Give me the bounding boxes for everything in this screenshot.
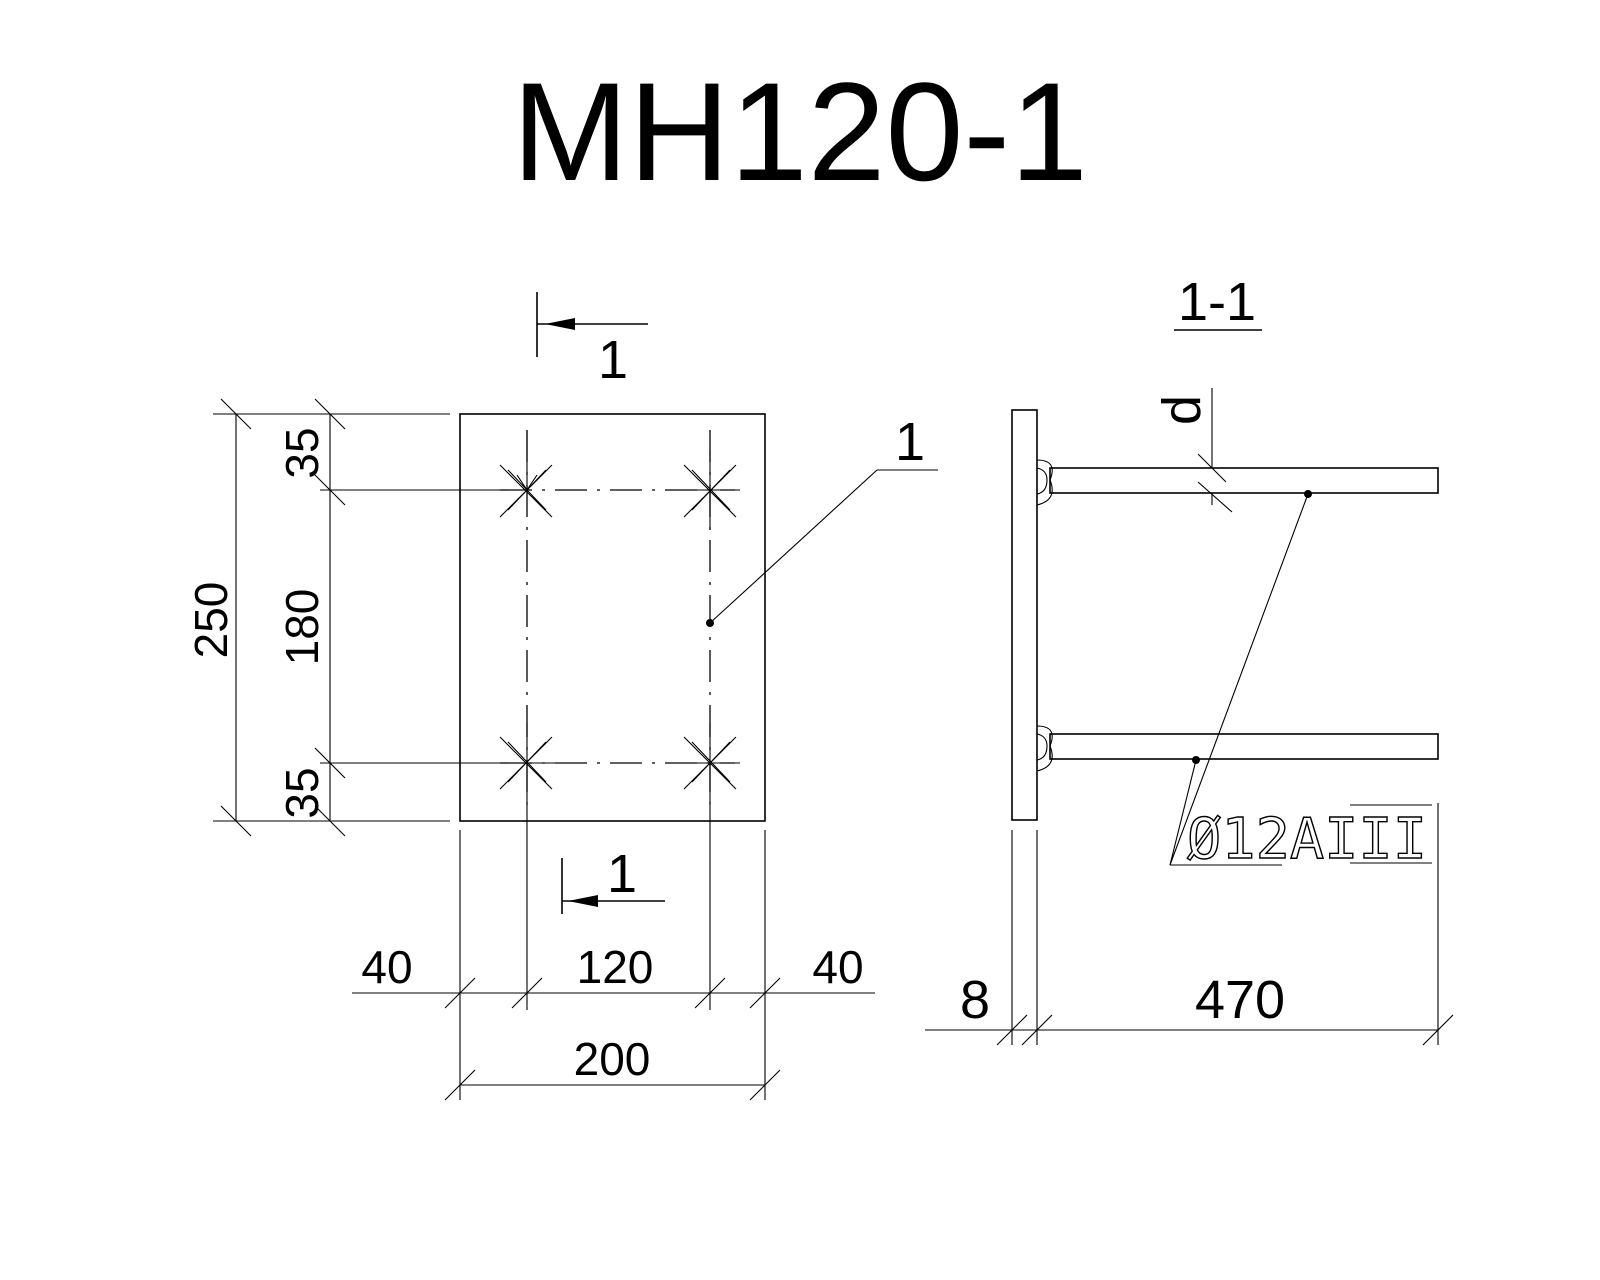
section-mark-bottom: 1 — [607, 844, 637, 904]
part-leader — [706, 469, 938, 627]
dim-left-overall: 250 — [185, 582, 237, 659]
dim-bar-length: 470 — [1195, 970, 1285, 1030]
dim-vertical-left — [213, 398, 500, 837]
anchor-bar-top — [1049, 467, 1439, 494]
dim-bottom-left: 40 — [361, 941, 412, 993]
section-view: 1-1 d Ø12АIII — [925, 272, 1454, 1046]
weld-top — [1036, 459, 1053, 506]
plate-outline — [459, 413, 766, 822]
dim-top-edge: 35 — [276, 427, 328, 478]
dim-horizontal-bottom — [352, 805, 875, 1101]
section-cut-top — [536, 292, 648, 357]
section-dims — [925, 803, 1454, 1046]
weld-bottom-inner — [1036, 733, 1048, 761]
dim-bottom-overall: 200 — [574, 1033, 651, 1085]
section-plate — [1011, 409, 1038, 821]
section-title: 1-1 — [1178, 272, 1256, 332]
stud-marker-bottom-right — [680, 723, 740, 803]
weld-bottom — [1036, 725, 1053, 772]
stud-marker-top-left — [499, 430, 553, 518]
dim-middle: 180 — [276, 589, 328, 666]
anchor-bar-bottom — [1049, 733, 1439, 760]
rebar-leader — [1169, 490, 1312, 866]
stud-marker-top-right — [680, 450, 740, 530]
bar-diameter-dim — [1197, 388, 1233, 513]
weld-top-inner — [1036, 467, 1048, 495]
dim-plate-thickness: 8 — [960, 970, 990, 1030]
stud-marker-bottom-left — [497, 723, 557, 803]
dim-bottom-right: 40 — [812, 941, 863, 993]
rebar-label: Ø12АIII — [1187, 807, 1427, 872]
dim-bottom-edge: 35 — [276, 767, 328, 818]
dim-bottom-center: 120 — [577, 941, 654, 993]
part-label: 1 — [895, 412, 925, 472]
drawing-title: MH120-1 — [512, 53, 1088, 210]
bar-diameter-label: d — [1152, 395, 1212, 425]
plan-view: 1 1 1 — [185, 292, 938, 1101]
section-cut-bottom — [561, 858, 665, 914]
section-mark-top: 1 — [598, 330, 628, 390]
